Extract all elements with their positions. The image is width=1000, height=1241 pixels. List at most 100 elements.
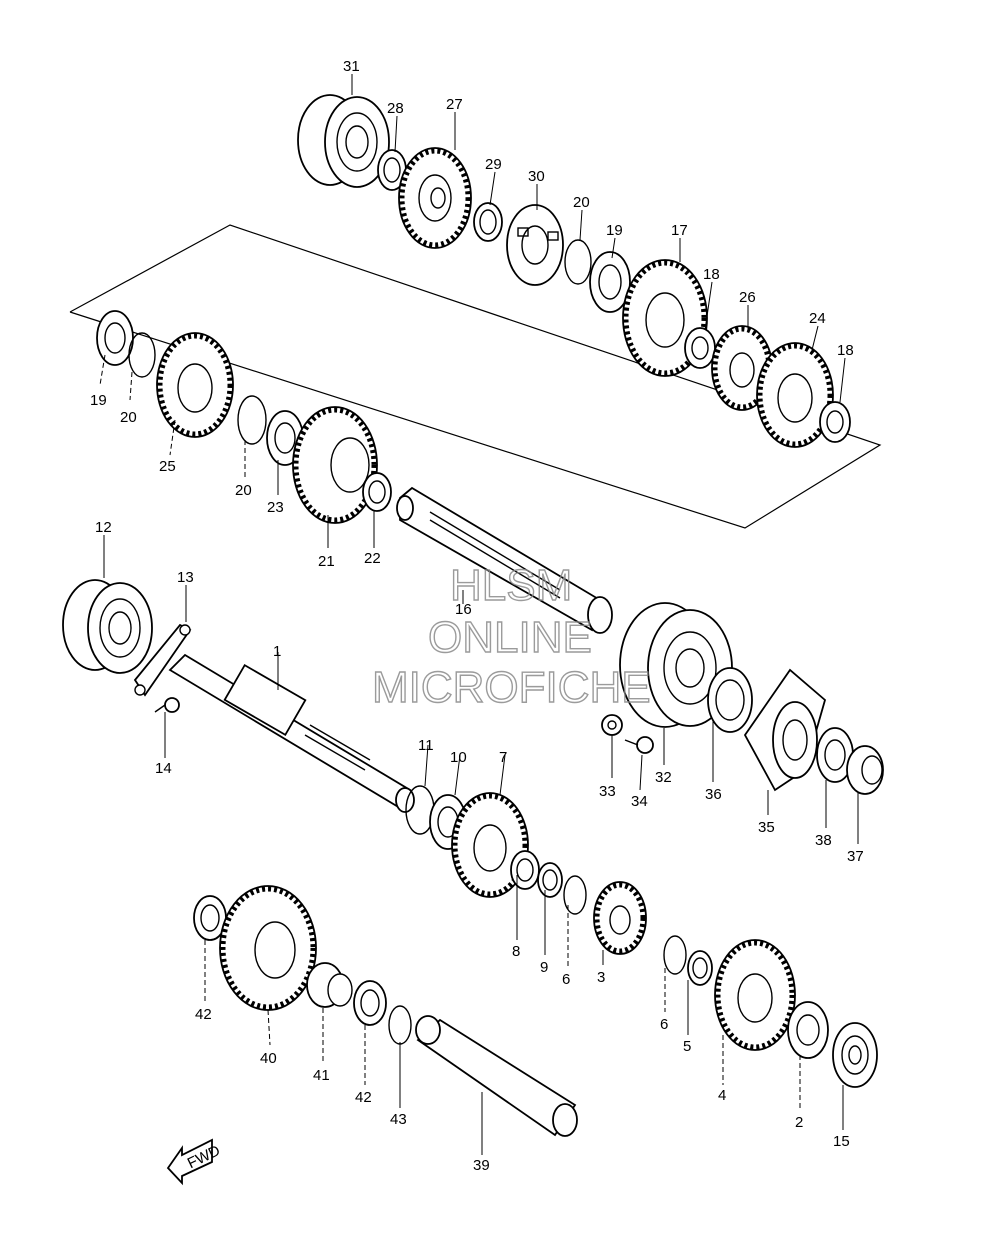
part-28-washer[interactable]	[377, 149, 407, 191]
part-37-nut[interactable]	[846, 745, 884, 795]
part-8-bushing[interactable]	[510, 850, 540, 890]
part-4-gear[interactable]	[714, 939, 796, 1051]
part-36-shim[interactable]	[707, 667, 753, 733]
part-39-idler-shaft[interactable]	[415, 1015, 578, 1137]
callout-42-b: 42	[355, 1089, 372, 1106]
callout-27: 27	[446, 96, 463, 113]
callout-5: 5	[683, 1038, 691, 1055]
part-16-countershaft[interactable]	[396, 486, 613, 634]
callout-24: 24	[809, 310, 826, 327]
callout-14: 14	[155, 760, 172, 777]
part-35-bevel-gear[interactable]	[743, 668, 827, 792]
part-42-washer-a[interactable]	[193, 895, 227, 941]
watermark-line-1: HLSM	[450, 561, 572, 610]
callout-26: 26	[739, 289, 756, 306]
callout-31: 31	[343, 58, 360, 75]
part-20-circlip-left[interactable]	[128, 332, 156, 378]
part-6-circlip-b[interactable]	[663, 935, 687, 975]
part-31-bearing[interactable]	[297, 94, 390, 188]
callout-6-a: 6	[562, 971, 570, 988]
leader-lines	[99, 74, 859, 1155]
part-20-circlip-mid[interactable]	[237, 395, 267, 445]
callout-11: 11	[418, 737, 434, 754]
part-12-bearing[interactable]	[62, 579, 153, 674]
part-13-retainer-plate[interactable]	[133, 623, 192, 697]
callout-4: 4	[718, 1087, 726, 1104]
part-18-bushing-b[interactable]	[819, 401, 851, 443]
part-9-washer[interactable]	[537, 862, 563, 898]
part-41-bushing[interactable]	[306, 962, 353, 1008]
callout-13: 13	[177, 569, 194, 586]
callout-41: 41	[313, 1067, 330, 1084]
callout-1: 1	[273, 643, 281, 660]
part-19-washer-left[interactable]	[96, 310, 134, 366]
part-2-bushing[interactable]	[787, 1001, 829, 1059]
callout-17: 17	[671, 222, 688, 239]
callout-15: 15	[833, 1133, 850, 1150]
callout-42-a: 42	[195, 1006, 212, 1023]
callout-40: 40	[260, 1050, 277, 1067]
part-21-gear[interactable]	[292, 406, 378, 524]
part-7-gear[interactable]	[451, 792, 529, 898]
countershaft-group-frame	[69, 224, 882, 529]
callout-43: 43	[390, 1111, 407, 1128]
fwd-arrow-icon: FWD	[166, 1138, 223, 1186]
callout-6-b: 6	[660, 1016, 668, 1033]
part-43-circlip[interactable]	[388, 1005, 412, 1045]
watermark-line-3: MICROFICHE	[372, 663, 651, 712]
callout-37: 37	[847, 848, 864, 865]
callout-8: 8	[512, 943, 520, 960]
callout-33: 33	[599, 783, 616, 800]
callout-19-left: 19	[90, 392, 107, 409]
callout-18-a: 18	[703, 266, 720, 283]
part-20-circlip-top[interactable]	[564, 239, 592, 285]
part-40-gear[interactable]	[219, 885, 317, 1011]
part-5-washer[interactable]	[687, 950, 713, 986]
callout-34: 34	[631, 793, 648, 810]
callout-29: 29	[485, 156, 502, 173]
part-32-bearing[interactable]	[619, 602, 733, 728]
callout-39: 39	[473, 1157, 490, 1174]
callout-19-top: 19	[606, 222, 623, 239]
callout-2: 2	[795, 1114, 803, 1131]
callout-20-left: 20	[120, 409, 137, 426]
callout-35: 35	[758, 819, 775, 836]
callout-28: 28	[387, 100, 404, 117]
part-27-gear[interactable]	[398, 147, 472, 249]
part-14-screw[interactable]	[154, 697, 180, 713]
callout-20-top: 20	[573, 194, 590, 211]
watermark-line-2: ONLINE	[428, 613, 592, 662]
part-30-shift-drum[interactable]	[506, 204, 564, 286]
part-25-gear[interactable]	[156, 332, 234, 438]
callout-9: 9	[540, 959, 548, 976]
callout-30: 30	[528, 168, 545, 185]
part-33-washer[interactable]	[601, 714, 623, 736]
part-18-bushing-a[interactable]	[684, 327, 716, 369]
part-24-gear[interactable]	[756, 342, 834, 448]
part-3-gear[interactable]	[593, 881, 647, 955]
callout-23: 23	[267, 499, 284, 516]
callout-20-mid: 20	[235, 482, 252, 499]
callout-3: 3	[597, 969, 605, 986]
part-22-bushing[interactable]	[362, 472, 392, 512]
callout-16: 16	[455, 601, 472, 618]
callout-36: 36	[705, 786, 722, 803]
part-6-circlip-a[interactable]	[563, 875, 587, 915]
callout-labels: 31 28 27 29 30 20 19 17 18 26 24 18 19 2…	[90, 58, 864, 1174]
part-15-bearing[interactable]	[832, 1022, 878, 1088]
callout-25: 25	[159, 458, 176, 475]
callout-12: 12	[95, 519, 112, 536]
callout-22: 22	[364, 550, 381, 567]
part-42-washer-b[interactable]	[353, 980, 387, 1026]
callout-7: 7	[499, 749, 507, 766]
part-29-washer[interactable]	[473, 202, 503, 242]
callout-32: 32	[655, 769, 672, 786]
callout-38: 38	[815, 832, 832, 849]
callout-10: 10	[450, 749, 467, 766]
callout-18-b: 18	[837, 342, 854, 359]
callout-21: 21	[318, 553, 335, 570]
part-19-washer-top[interactable]	[589, 251, 631, 313]
part-34-screw[interactable]	[624, 736, 654, 754]
watermark: HLSM ONLINE MICROFICHE	[371, 560, 651, 712]
